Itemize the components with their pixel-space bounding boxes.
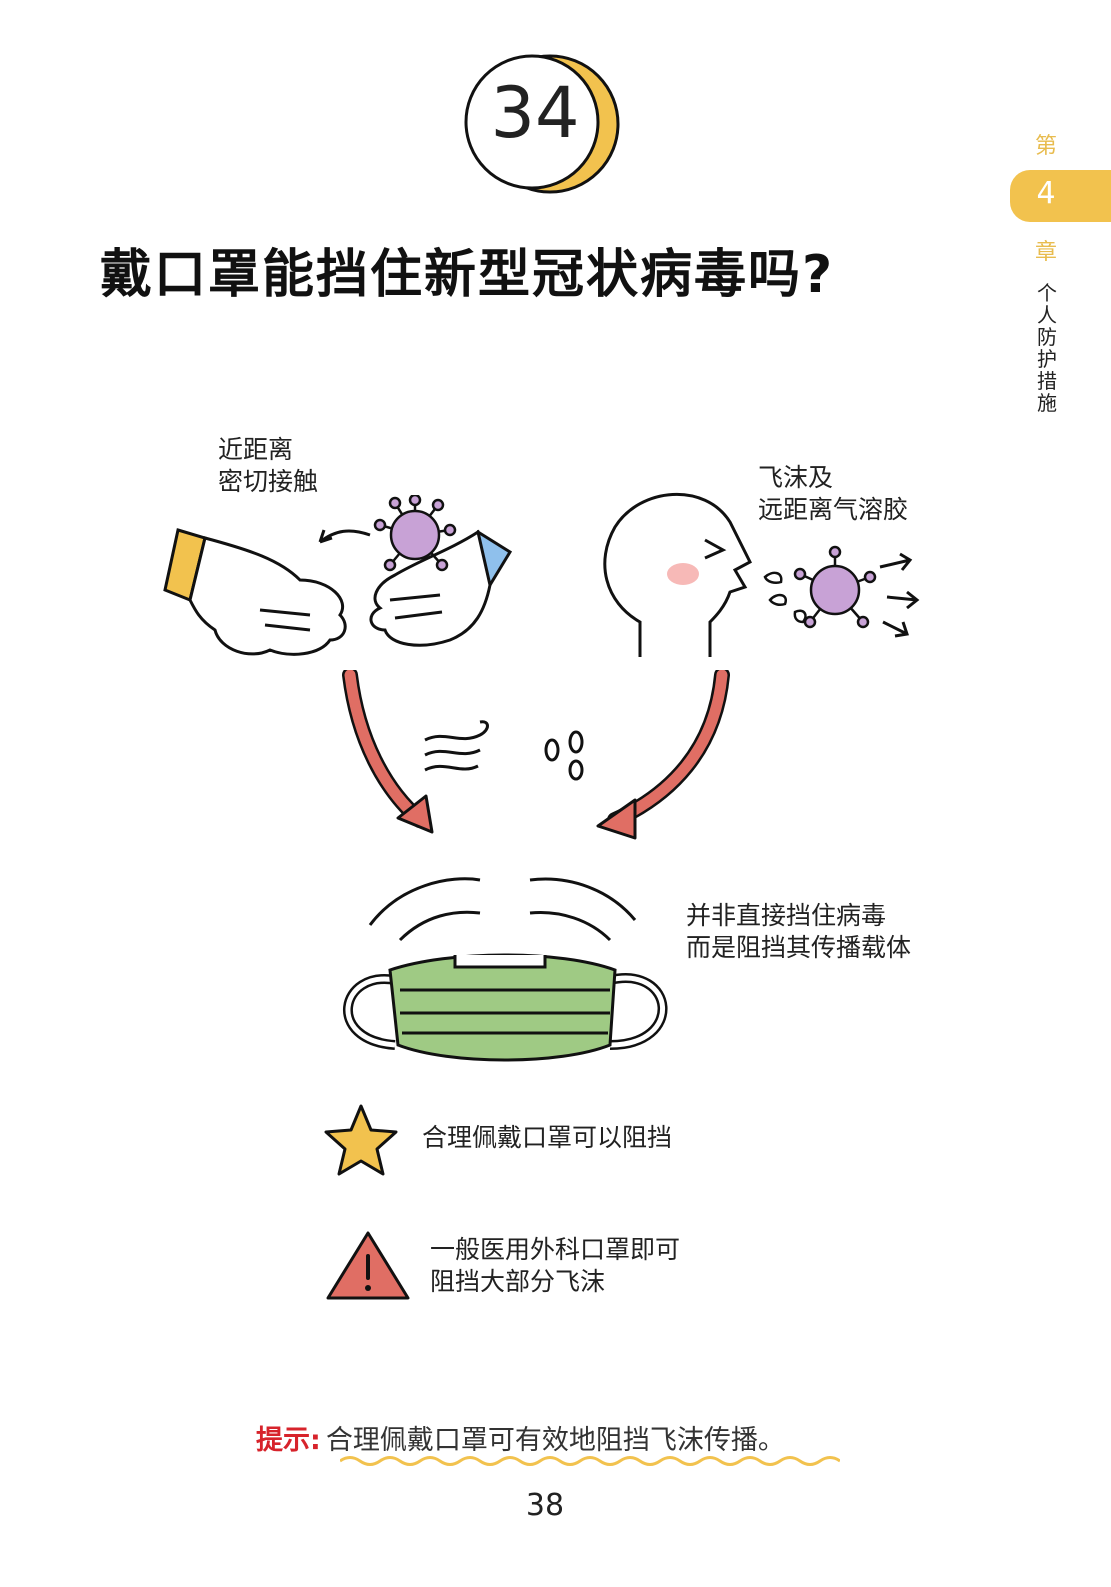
note-warning-text: 一般医用外科口罩即可 阻挡大部分飞沫	[430, 1235, 681, 1296]
hint-prefix: 提示:	[256, 1425, 321, 1456]
note-star-text: 合理佩戴口罩可以阻挡	[422, 1123, 673, 1152]
chapter-number-tab	[1010, 170, 1111, 222]
mask-note-label: 并非直接挡住病毒 而是阻挡其传播载体	[686, 901, 912, 962]
hint-line: 提示: 合理佩戴口罩可有效地阻挡飞沫传播。	[256, 1418, 785, 1457]
arrows-to-mask	[342, 670, 730, 840]
chapter-name: 个人防护措施	[1037, 281, 1057, 415]
droplets-label: 飞沫及 远距离气溶胶	[758, 463, 909, 524]
coughing-head-illustration	[603, 492, 920, 657]
chapter-prefix: 第	[1034, 134, 1057, 159]
handshake-illustration	[163, 528, 513, 656]
contact-label: 近距离 密切接触	[218, 435, 319, 496]
page-number: 38	[525, 1488, 565, 1523]
badge-number: 34	[490, 72, 580, 154]
star-icon	[324, 1104, 398, 1176]
page-title: 戴口罩能挡住新型冠状病毒吗?	[100, 245, 835, 305]
chapter-suffix: 章	[1034, 240, 1057, 265]
number-badge	[464, 54, 620, 194]
face-mask-illustration	[342, 877, 668, 1062]
chapter-number: 4	[1036, 176, 1056, 211]
hint-text: 合理佩戴口罩可有效地阻挡飞沫传播。	[325, 1425, 785, 1456]
hint-wave-underline	[340, 1456, 840, 1466]
virus-icon	[373, 495, 457, 572]
warning-icon	[326, 1231, 410, 1300]
